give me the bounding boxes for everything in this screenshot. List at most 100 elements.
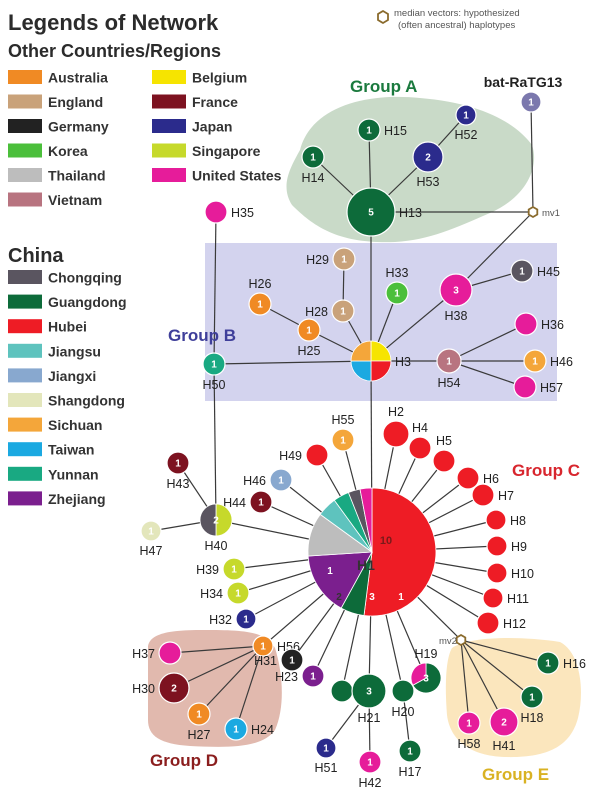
legend-other-heading: Other Countries/Regions (8, 41, 221, 61)
median-vector-hexagon-icon (377, 9, 389, 25)
node-circle-h8 (485, 509, 507, 531)
node-circle-h36 (514, 312, 538, 336)
legend-label-vietnam: Vietnam (48, 192, 102, 208)
legend-swatch-thailand (8, 168, 42, 182)
legend-label-thailand: Thailand (48, 168, 106, 184)
node-circle-h9 (486, 535, 508, 557)
node-circle-h43 (166, 451, 190, 475)
legend-swatch-united-states (152, 168, 186, 182)
node-label-h41: H41 (493, 739, 516, 753)
pie-slice-h1-7 (359, 487, 373, 553)
node-h20: H20 (391, 679, 415, 719)
node-label-h55: H55 (332, 413, 355, 427)
node-label-h7: H7 (498, 489, 514, 503)
node-count-h39: 1 (231, 565, 237, 576)
edge-h38-mv1 (455, 211, 534, 291)
node-count-h23: 1 (310, 672, 316, 683)
node-label-h30: H30 (132, 682, 155, 696)
node-circle-h58 (457, 711, 481, 735)
node-count-h21: 3 (366, 687, 372, 698)
node-label-h51: H51 (315, 761, 338, 775)
node-h6: H6 (456, 466, 499, 490)
node-label-h11: H11 (507, 592, 529, 606)
node-count-h58: 1 (466, 719, 472, 730)
group-d-label: Group D (150, 751, 218, 770)
legend-item-thailand: Thailand (8, 168, 106, 184)
h1-slice-count-2: 2 (336, 592, 342, 603)
h1-slice-count-0: 10 (380, 535, 392, 547)
node-label-h12: H12 (503, 617, 526, 631)
node-h12: H12 (476, 611, 526, 635)
node-label-h2: H2 (388, 405, 404, 419)
node-count-h46b: 1 (532, 357, 538, 368)
node-circle-h4 (408, 436, 432, 460)
node-h46a: 1 H46 (243, 468, 293, 492)
node-circle-h41 (489, 707, 519, 737)
node-label-h21: H21 (358, 711, 381, 725)
edge-h54-h36 (448, 323, 527, 362)
node-count-h47: 1 (148, 527, 154, 538)
median-vector-mv2 (455, 633, 467, 647)
node-label-h31: H31 (254, 654, 277, 668)
pie-slice-h3-2 (350, 360, 372, 382)
node-label-h35: H35 (231, 206, 254, 220)
node-circle-h57 (513, 375, 537, 399)
h1-slice-count-1: 3 (369, 592, 375, 603)
node-circle-h33 (385, 281, 409, 305)
pie-slice-h3-3 (350, 340, 372, 362)
node-count-h18: 1 (529, 693, 535, 704)
node-circle-h18 (520, 685, 544, 709)
node-h29: 1 H29 (306, 247, 356, 271)
node-circle-h29 (332, 247, 356, 271)
node-h7: H7 (471, 483, 514, 507)
node-circle-h10 (486, 562, 508, 584)
node-label-h43: H43 (167, 477, 190, 491)
node-count-h27: 1 (196, 710, 202, 721)
node-label-h37: H37 (132, 647, 155, 661)
node-count-h38: 3 (453, 286, 459, 297)
node-label-h29: H29 (306, 253, 329, 267)
node-circle-h44 (249, 490, 273, 514)
edge-h56-h27 (198, 645, 264, 715)
pie-slice-h40-0 (215, 503, 233, 537)
node-label-h46a: H46 (243, 474, 266, 488)
legend-swatch-vietnam (8, 192, 42, 207)
node-h35: H35 (204, 200, 254, 224)
legend-swatch-korea (8, 143, 42, 158)
node-count-h29: 1 (341, 255, 347, 266)
node-label-h3: H3 (395, 355, 411, 369)
edge-h50-h40 (213, 363, 217, 521)
node-count-h31: 1 (289, 656, 295, 667)
node-label-h4: H4 (412, 421, 428, 435)
group-b-label: Group B (168, 326, 236, 345)
node-label-h40: H40 (205, 539, 228, 553)
node-label-h52: H52 (455, 128, 478, 142)
node-label-h8: H8 (510, 514, 526, 528)
node-circle-h47 (140, 520, 162, 542)
node-h30: 2 H30 (132, 672, 190, 704)
node-count-h46a: 1 (278, 476, 284, 487)
node-label-h10: H10 (511, 567, 534, 581)
node-circle-h52 (455, 104, 477, 126)
node-circle-h39 (222, 557, 246, 581)
node-count-h30: 2 (171, 684, 177, 695)
node-count-h28: 1 (340, 307, 346, 318)
legend-item-australia: Australia (8, 70, 108, 86)
node-count-h40: 2 (213, 516, 219, 527)
